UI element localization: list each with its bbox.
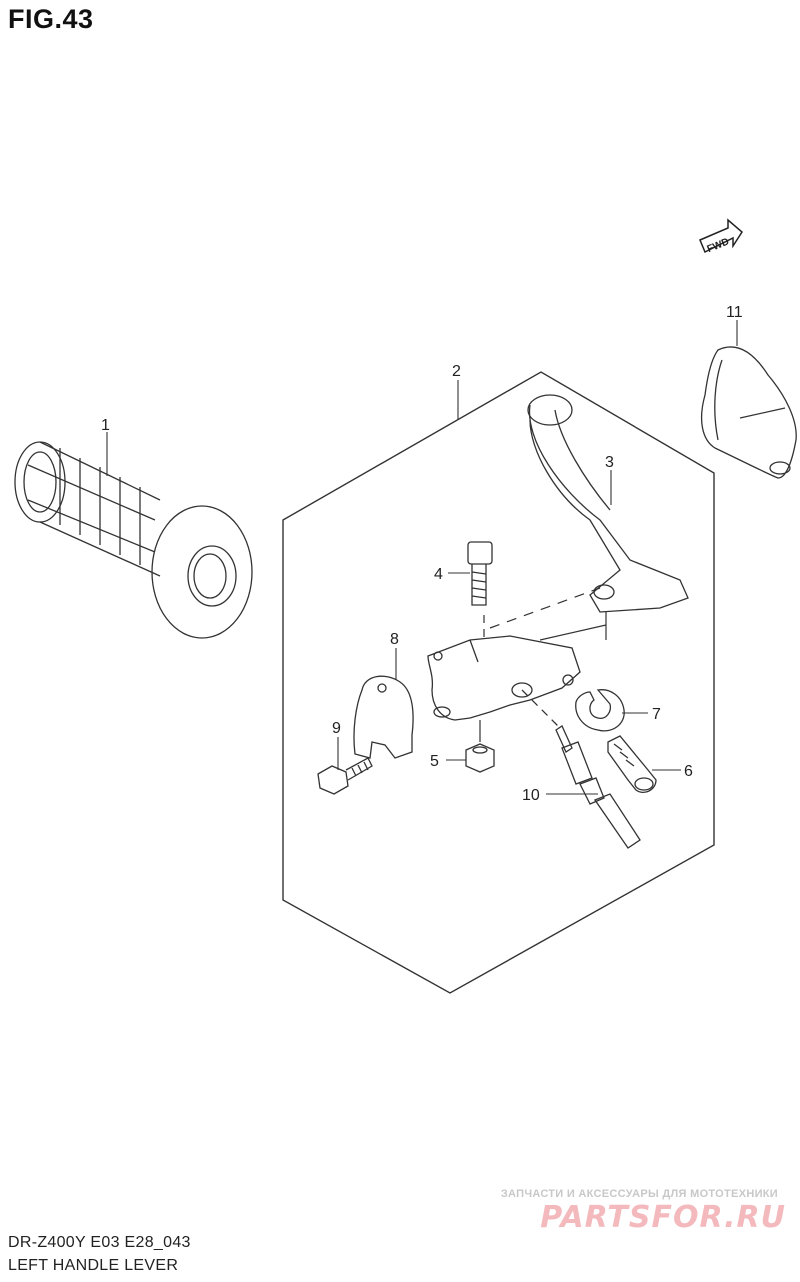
bolt-drawing: [317, 757, 373, 795]
assembly-lines: [479, 587, 607, 742]
part-title: LEFT HANDLE LEVER: [8, 1257, 179, 1274]
cable-drawing: [521, 689, 641, 849]
washer-drawing: [575, 689, 625, 732]
adjuster-drawing: [607, 735, 657, 794]
callout-2: 2: [452, 363, 461, 380]
clamp-drawing: [353, 675, 414, 759]
cover-drawing: [701, 346, 797, 479]
callout-10: 10: [522, 787, 540, 804]
holder-drawing: [427, 635, 581, 721]
assembly-outline: [282, 371, 715, 994]
callout-8: 8: [390, 631, 399, 648]
leader-lines: [106, 320, 738, 795]
callout-9: 9: [332, 720, 341, 737]
callout-7: 7: [652, 706, 661, 723]
callout-5: 5: [430, 753, 439, 770]
lever-drawing: [527, 394, 689, 613]
figure-title: FIG.43: [8, 4, 94, 34]
model-code: DR-Z400Y E03 E28_043: [8, 1234, 191, 1251]
callout-3: 3: [605, 454, 614, 471]
fwd-arrow-icon: FWD: [699, 218, 743, 255]
nut-drawing: [465, 743, 495, 773]
callout-1: 1: [101, 417, 110, 434]
watermark-logo: PARTSFOR.RU: [540, 1200, 786, 1235]
pivot-bolt-drawing: [467, 541, 493, 606]
grip-drawing: [14, 441, 253, 639]
callout-11: 11: [726, 304, 743, 321]
watermark-tagline: ЗАПЧАСТИ И АКСЕССУАРЫ ДЛЯ МОТОТЕХНИКИ: [500, 1188, 778, 1200]
callout-6: 6: [684, 763, 693, 780]
callout-4: 4: [434, 566, 443, 583]
